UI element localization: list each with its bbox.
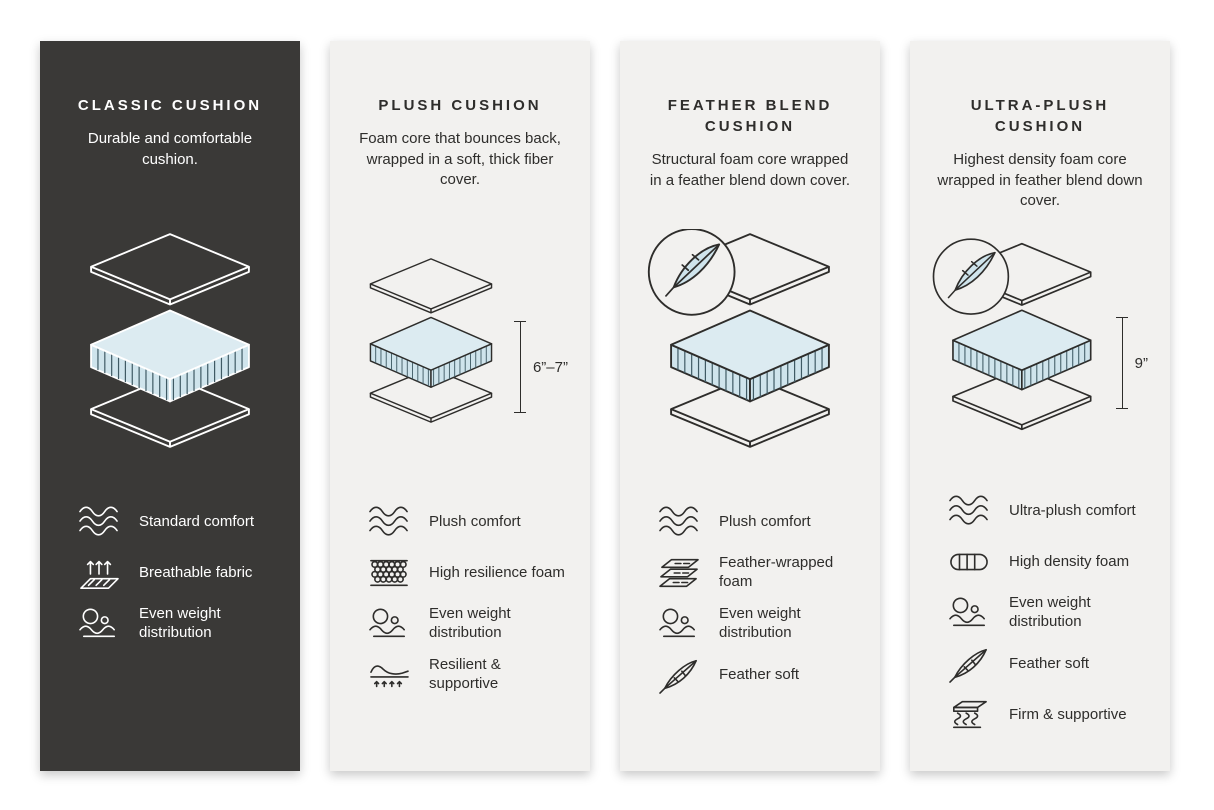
feature-label: Plush comfort	[429, 512, 521, 530]
cushion-diagram	[67, 229, 273, 452]
height-label: 6”–7”	[532, 358, 568, 376]
card-ultra-plush-cushion: ULTRA-PLUSH CUSHION Highest density foam…	[910, 41, 1170, 771]
foam-icon	[366, 554, 412, 592]
feature-label: Even weight distribution	[719, 605, 801, 641]
feature-row: High density foam	[946, 543, 1148, 581]
height-annotation: 6”–7”	[513, 321, 568, 413]
feature-label: Feather soft	[719, 665, 800, 683]
card-description: Durable and comfortable cushion.	[87, 130, 253, 168]
feature-label: Firm & supportive	[1009, 705, 1127, 723]
card-title: CLASSIC CUSHION	[77, 97, 263, 114]
feature-label: High resilience foam	[429, 563, 565, 581]
cushion-diagram	[352, 229, 510, 452]
card-header: PLUSH CUSHION Foam core that bounces bac…	[352, 71, 568, 219]
density-icon	[946, 543, 992, 581]
feature-row: Even weight distribution	[76, 605, 278, 643]
feather-badge	[647, 229, 736, 316]
feature-row: Breathable fabric	[76, 554, 278, 592]
feature-label: Breathable fabric	[139, 563, 253, 581]
feature-list: Ultra-plush comfort High density foam Ev…	[932, 492, 1148, 747]
feather-icon	[665, 243, 721, 297]
feather-icon	[947, 251, 996, 299]
wave-icon	[76, 503, 122, 541]
feature-row: Even weight distribution	[366, 605, 568, 643]
resilient-icon	[366, 656, 412, 694]
height-label: 9”	[1134, 354, 1148, 372]
feather-badge	[932, 238, 1010, 315]
feature-label: Even weight distribution	[139, 605, 221, 641]
feature-row: Even weight distribution	[656, 605, 858, 643]
feature-row: Feather soft	[656, 656, 858, 694]
feature-label: Resilient & supportive	[429, 656, 501, 692]
firm-icon	[946, 696, 992, 734]
weight-icon	[366, 605, 412, 643]
weight-icon	[76, 605, 122, 643]
wave-icon	[366, 503, 412, 541]
feature-row: Feather soft	[946, 645, 1148, 683]
feature-row: Firm & supportive	[946, 696, 1148, 734]
feature-list: Plush comfort High resilience foam Even …	[352, 503, 568, 707]
card-header: CLASSIC CUSHION Durable and comfortable …	[62, 71, 278, 219]
height-annotation: 9”	[1115, 317, 1148, 410]
card-title: PLUSH CUSHION	[378, 97, 542, 114]
feature-row: Standard comfort	[76, 503, 278, 541]
measure-line	[1115, 317, 1128, 410]
diagram-area: 9”	[932, 215, 1148, 478]
feature-label: Ultra-plush comfort	[1009, 501, 1136, 519]
feature-list: Plush comfort Feather-wrapped foam Even …	[642, 503, 858, 707]
wave-icon	[656, 503, 702, 541]
feature-row: Plush comfort	[366, 503, 568, 541]
feature-label: Even weight distribution	[1009, 594, 1091, 630]
feature-label: High density foam	[1009, 552, 1130, 570]
card-description: Highest density foam core wrapped in fea…	[937, 151, 1143, 210]
card-title: FEATHER BLEND CUSHION	[667, 97, 833, 135]
comparison-board: CLASSIC CUSHION Durable and comfortable …	[40, 41, 1170, 771]
card-description: Structural foam core wrapped in a feathe…	[649, 151, 851, 189]
diagram-area	[62, 219, 278, 489]
diagram-area: 6”–7”	[352, 219, 568, 489]
feature-list: Standard comfort Breathable fabric Even …	[62, 503, 278, 656]
feature-label: Feather-wrapped foam	[719, 554, 834, 590]
wave-icon	[946, 492, 992, 530]
feather-icon	[656, 656, 702, 694]
weight-icon	[656, 605, 702, 643]
feature-label: Feather soft	[1009, 654, 1090, 672]
cushion-diagram	[647, 229, 853, 452]
card-description: Foam core that bounces back, wrapped in …	[359, 130, 561, 189]
card-header: FEATHER BLEND CUSHION Structural foam co…	[642, 71, 858, 219]
diagram-area	[642, 219, 858, 489]
card-plush-cushion: PLUSH CUSHION Foam core that bounces bac…	[330, 41, 590, 771]
feather-wrap-icon	[656, 554, 702, 592]
card-classic-cushion: CLASSIC CUSHION Durable and comfortable …	[40, 41, 300, 771]
card-title: ULTRA-PLUSH CUSHION	[970, 97, 1110, 135]
weight-icon	[946, 594, 992, 632]
feature-row: Plush comfort	[656, 503, 858, 541]
feature-row: High resilience foam	[366, 554, 568, 592]
feature-row: Even weight distribution	[946, 594, 1148, 632]
card-feather-blend-cushion: FEATHER BLEND CUSHION Structural foam co…	[620, 41, 880, 771]
feature-label: Even weight distribution	[429, 605, 511, 641]
feature-label: Plush comfort	[719, 512, 811, 530]
cushion-diagram	[932, 238, 1112, 448]
feather-icon	[946, 645, 992, 683]
feature-row: Ultra-plush comfort	[946, 492, 1148, 530]
breathable-icon	[76, 554, 122, 592]
measure-line	[513, 321, 526, 413]
card-header: ULTRA-PLUSH CUSHION Highest density foam…	[932, 71, 1148, 215]
feature-row: Feather-wrapped foam	[656, 554, 858, 592]
feature-row: Resilient & supportive	[366, 656, 568, 694]
feature-label: Standard comfort	[139, 512, 255, 530]
